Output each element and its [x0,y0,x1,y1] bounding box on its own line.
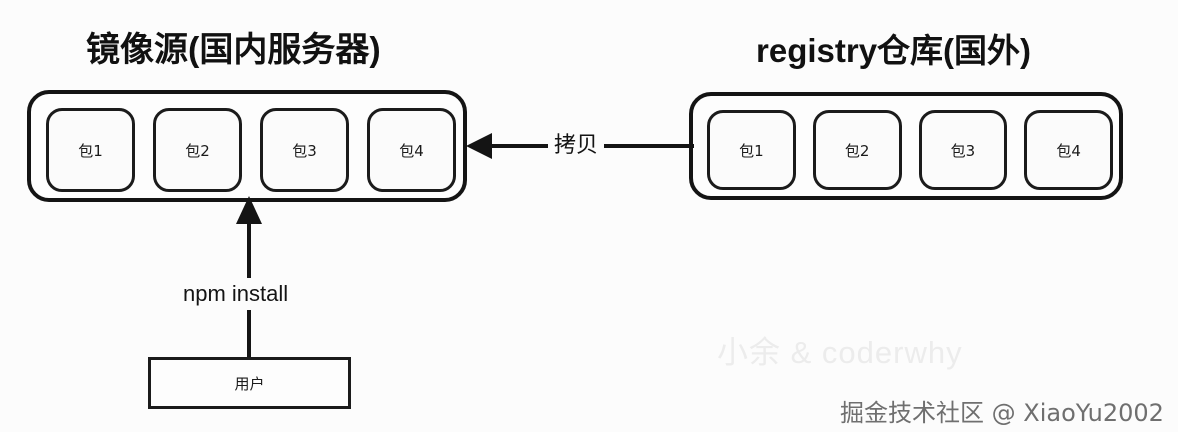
brand-watermark: 小余 & coderwhy [717,335,963,370]
package-label: 包3 [292,141,317,160]
registry-package-box[interactable]: 包2 [812,110,902,190]
registry-container: 包1 包2 包3 包4 [689,92,1123,200]
package-label: 包1 [739,141,764,160]
package-label: 包4 [1056,141,1081,160]
package-label: 包4 [399,141,424,160]
registry-package-list: 包1 包2 包3 包4 [707,110,1113,190]
registry-title: registry仓库(国外) [756,32,1032,69]
copy-arrow-label: 拷贝 [548,129,605,161]
mirror-source-container: 包1 包2 包3 包4 [27,90,467,202]
registry-package-box[interactable]: 包4 [1024,110,1113,190]
mirror-package-box[interactable]: 包1 [46,108,135,192]
user-label: 用户 [234,374,265,393]
mirror-package-list: 包1 包2 包3 包4 [46,108,456,192]
registry-package-box[interactable]: 包1 [707,110,796,190]
install-arrow-label: npm install [178,278,294,310]
install-arrow-head-icon [236,196,262,224]
mirror-package-box[interactable]: 包2 [153,108,242,192]
package-label: 包1 [78,141,103,160]
mirror-package-box[interactable]: 包4 [367,108,456,192]
package-label: 包2 [185,141,210,160]
package-label: 包3 [950,141,976,160]
mirror-package-box[interactable]: 包3 [260,108,349,192]
package-label: 包2 [844,141,870,160]
attribution-watermark: 掘金技术社区 @ XiaoYu2002 [840,399,1164,427]
copy-arrow-head-icon [466,133,492,159]
registry-package-box[interactable]: 包3 [918,110,1008,190]
mirror-source-title: 镜像源(国内服务器) [86,31,381,69]
user-box[interactable]: 用户 [148,357,351,409]
